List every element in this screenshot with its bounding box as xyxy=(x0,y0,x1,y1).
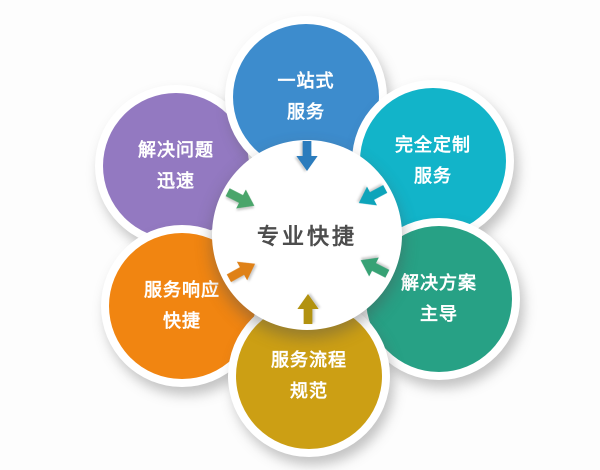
node-fully-customized-service: 完全定制 服务 xyxy=(352,80,514,242)
node-label-line1: 一站式 xyxy=(277,70,335,92)
node-label-line2: 主导 xyxy=(420,304,458,325)
node-label-line2: 迅速 xyxy=(157,171,195,192)
node-label-line2: 服务 xyxy=(414,166,452,187)
arrow-up-left-icon xyxy=(355,249,394,286)
node-label-line1: 解决方案 xyxy=(401,272,477,294)
node-label-line1: 服务响应 xyxy=(144,279,220,301)
node-label-line1: 解决问题 xyxy=(138,139,214,161)
arrow-up-icon xyxy=(295,294,321,324)
arrow-down-right-icon xyxy=(222,181,261,218)
center-label: 专业快捷 xyxy=(256,225,357,250)
node-label-line1: 完全定制 xyxy=(395,134,471,156)
node-circle: 完全定制 服务 xyxy=(360,88,506,234)
node-label-line2: 规范 xyxy=(290,381,328,402)
node-label-line2: 服务 xyxy=(287,102,325,123)
arrow-up-right-icon xyxy=(223,252,262,289)
node-circle: 一站式 服务 xyxy=(233,24,379,170)
arrow-down-icon xyxy=(294,141,320,171)
node-label-line1: 服务流程 xyxy=(271,349,347,371)
node-label-line2: 快捷 xyxy=(163,311,201,332)
center-circle: 专业快捷 xyxy=(212,140,402,330)
arrow-down-left-icon xyxy=(353,177,392,214)
